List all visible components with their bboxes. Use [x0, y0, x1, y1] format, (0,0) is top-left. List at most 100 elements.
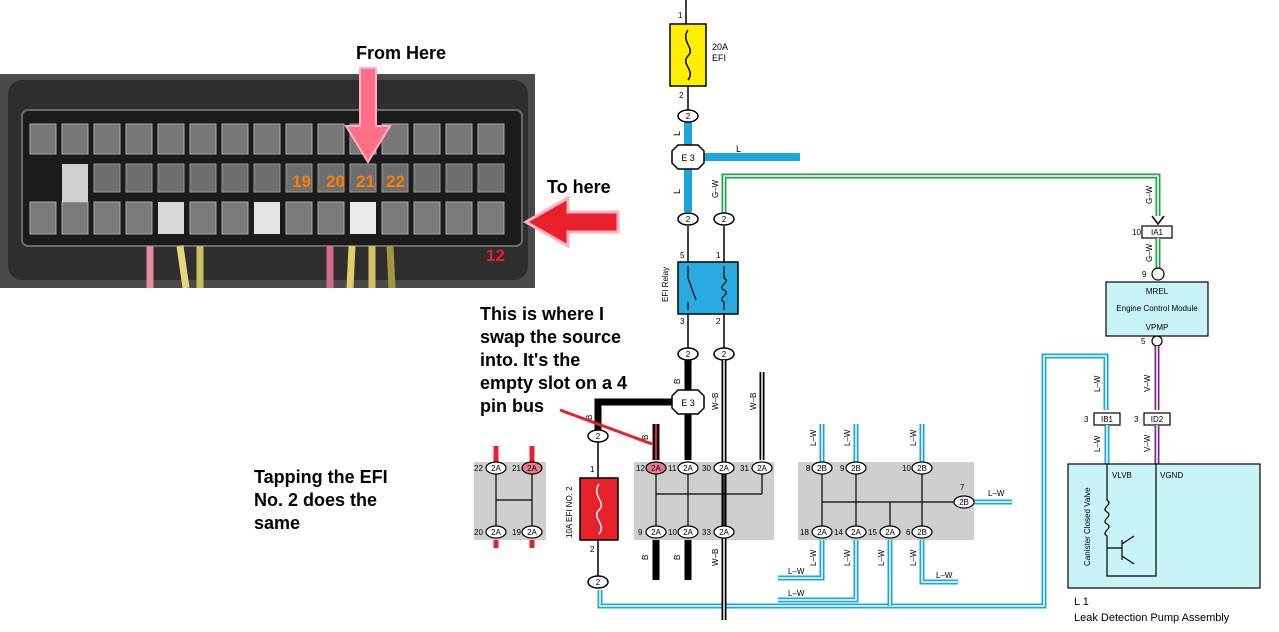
wire-label-lw-6: L–W [843, 549, 852, 566]
svg-text:10: 10 [668, 528, 677, 537]
svg-text:2A: 2A [719, 528, 729, 537]
leak-detection-pump-box [1067, 463, 1261, 589]
ecm-code: MREL [1146, 287, 1169, 296]
wire-label-b-2: B [673, 379, 682, 384]
to-here-arrow-icon [522, 195, 620, 249]
wire-label-wb-1: W–B [711, 393, 720, 410]
svg-text:2: 2 [596, 578, 601, 587]
connector-e3-bottom [671, 389, 705, 415]
wire-label-vw-1: V–W [1143, 374, 1152, 392]
ldp-name: Leak Detection Pump Assembly [1074, 612, 1230, 624]
svg-text:2: 2 [686, 112, 691, 121]
svg-text:9: 9 [1142, 270, 1147, 279]
connector-id2-label: ID2 [1151, 415, 1164, 424]
svg-text:10: 10 [1132, 228, 1141, 237]
svg-text:2A: 2A [683, 528, 693, 537]
svg-text:2A: 2A [757, 464, 767, 473]
svg-text:2A: 2A [719, 464, 729, 473]
svg-text:2A: 2A [527, 528, 537, 537]
connector-e3-top [671, 144, 705, 170]
to-here-label: To here [547, 177, 611, 197]
connector-photo: 19 20 21 22 12 [0, 74, 535, 288]
svg-text:20: 20 [474, 528, 483, 537]
swap-note-line-2: swap the source [480, 327, 622, 347]
engine-control-module [1105, 281, 1209, 337]
ecm-name: Engine Control Module [1116, 304, 1198, 313]
swap-pointer-line [559, 408, 653, 446]
svg-text:2B: 2B [917, 464, 927, 473]
wire-label-vw-2: V–W [1143, 434, 1152, 452]
svg-text:7: 7 [960, 483, 965, 492]
wire-label-l-2: L [672, 189, 682, 194]
svg-text:1: 1 [590, 465, 595, 474]
fuse-10a-label: 10A EFI NO. 2 [565, 486, 574, 538]
pin-label-21: 21 [356, 172, 375, 191]
svg-text:1: 1 [716, 251, 721, 260]
wire-label-lw-11: L–W [936, 571, 953, 580]
ldp-vgnd: VGND [1160, 471, 1183, 480]
svg-text:6: 6 [906, 528, 911, 537]
svg-text:3: 3 [1134, 415, 1139, 424]
svg-text:2: 2 [686, 215, 691, 224]
wire-label-b-3: B [641, 435, 650, 440]
svg-text:3: 3 [1084, 415, 1089, 424]
relay-coil-icon [721, 266, 727, 310]
wire-label-l-3: L [736, 144, 741, 154]
wire-label-lw-7: L–W [877, 549, 886, 566]
svg-text:15: 15 [868, 528, 877, 537]
svg-text:2A: 2A [651, 464, 661, 473]
wire-label-lw-ib1: L–W [1093, 375, 1102, 392]
svg-text:5: 5 [680, 251, 685, 260]
wire-label-l-1: L [672, 131, 682, 136]
svg-text:2A: 2A [527, 464, 537, 473]
wire-label-wb-3: W–B [711, 549, 720, 566]
connector-photo-art: 19 20 21 22 12 [0, 74, 535, 288]
efi-relay [677, 261, 739, 315]
svg-text:2B: 2B [851, 464, 861, 473]
svg-text:3: 3 [680, 317, 685, 326]
wire-label-gw-1: G–W [711, 179, 720, 198]
svg-text:11: 11 [668, 464, 677, 473]
relay-switch-icon [687, 266, 697, 310]
from-here-label: From Here [356, 43, 447, 63]
pin-label-22: 22 [386, 172, 405, 191]
wire-label-lw-10: L–W [788, 589, 805, 598]
svg-text:1: 1 [678, 11, 683, 20]
wire-label-b-5: B [673, 555, 682, 560]
svg-text:2: 2 [716, 317, 721, 326]
svg-text:2B: 2B [959, 498, 969, 507]
wire-label-lw-9: L–W [788, 567, 805, 576]
connector-ia1-label: IA1 [1151, 228, 1164, 237]
svg-text:12: 12 [636, 464, 645, 473]
svg-text:2A: 2A [491, 528, 501, 537]
svg-text:2A: 2A [817, 528, 827, 537]
svg-text:2: 2 [590, 545, 595, 554]
svg-text:2A: 2A [683, 464, 693, 473]
svg-text:2: 2 [686, 350, 691, 359]
ldp-vlvb: VLVB [1112, 471, 1132, 480]
wire-label-lw-3: L–W [909, 429, 918, 446]
svg-text:2: 2 [722, 350, 727, 359]
swap-note-line-5: pin bus [480, 396, 544, 416]
wire-label-wb-2: W–B [749, 393, 758, 410]
svg-text:18: 18 [800, 528, 809, 537]
wire-label-lw-8: L–W [909, 549, 918, 566]
connector-e3-bottom-label: E 3 [681, 398, 695, 408]
fuse-20a-rating: 20A [712, 42, 728, 52]
svg-text:2: 2 [596, 432, 601, 441]
pin-label-19: 19 [292, 172, 311, 191]
connector-ib1-label: IB1 [1101, 415, 1114, 424]
svg-text:5: 5 [1141, 337, 1146, 346]
wire-label-b-4: B [641, 555, 650, 560]
fuse-2-icon [596, 483, 602, 535]
fuse-20a-name: EFI [712, 53, 726, 63]
svg-text:2: 2 [722, 215, 727, 224]
svg-text:2A: 2A [651, 528, 661, 537]
tapping-note-line-1: Tapping the EFI [254, 467, 388, 487]
svg-text:30: 30 [702, 464, 711, 473]
svg-text:19: 19 [512, 528, 521, 537]
relay-label: EFI Relay [661, 267, 670, 302]
swap-note-line-3: into. It's the [480, 350, 581, 370]
swap-note: This is where I swap the source into. It… [480, 303, 627, 418]
wire-label-lw-5: L–W [809, 549, 818, 566]
